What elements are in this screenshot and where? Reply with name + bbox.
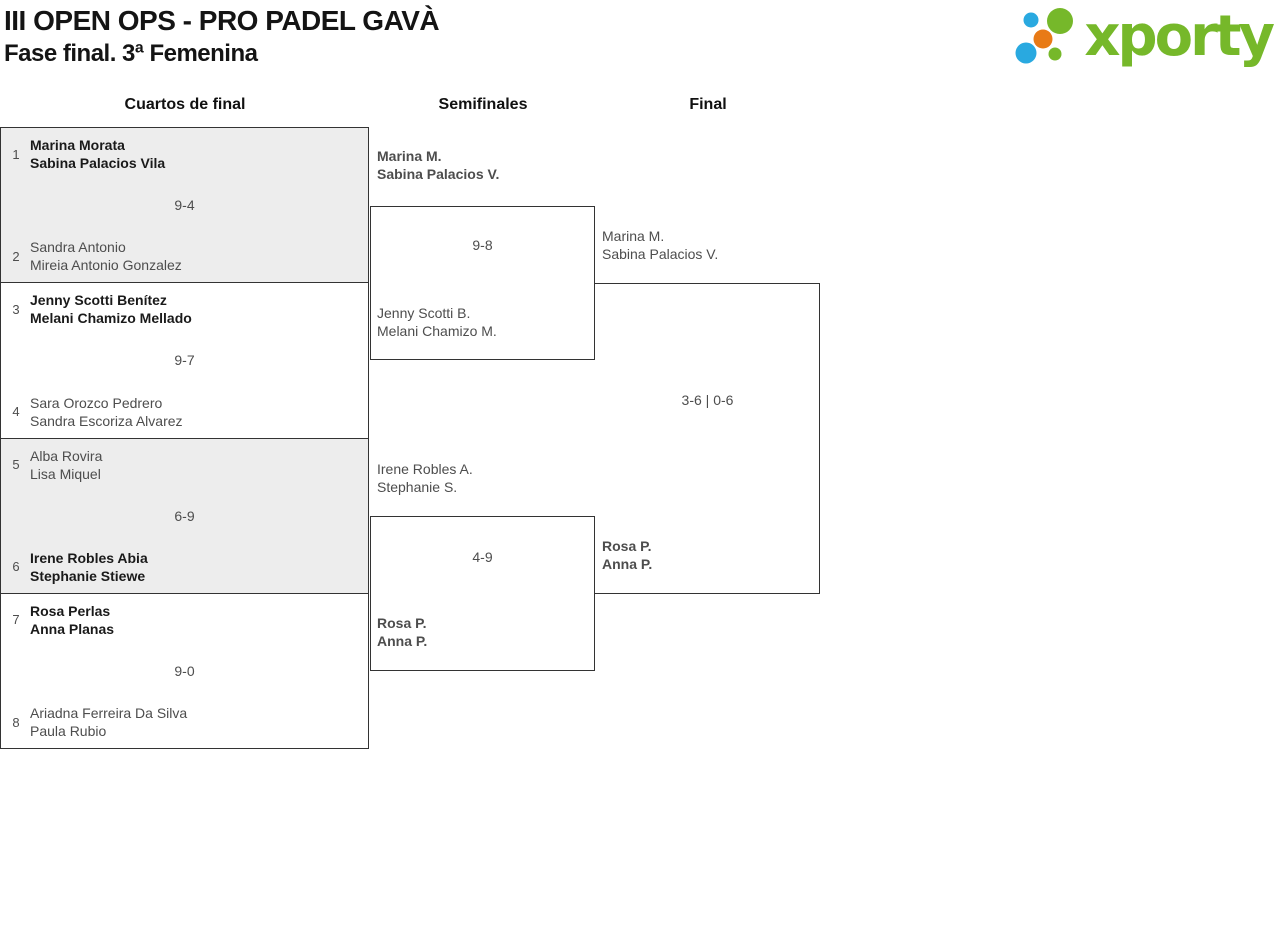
team-seed-3: 3 Jenny Scotti Benítez Melani Chamizo Me… [1,291,192,327]
team-names: Irene Robles Abia Stephanie Stiewe [30,549,148,584]
xporty-logo: xporty [1012,4,1275,70]
semifinal-2-team-bottom: Rosa P. Anna P. [377,615,428,649]
category-subtitle: Fase final. 3ª Femenina [4,40,258,67]
team-seed-7: 7 Rosa Perlas Anna Planas [1,602,114,638]
column-header-quarterfinals: Cuartos de final [124,96,246,113]
semifinal-2-box [370,516,595,671]
semifinal-1-score: 9-8 [472,237,493,253]
seed-number: 6 [12,559,20,575]
xporty-logo-text: xporty [1084,4,1275,69]
final-team-top: Marina M. Sabina Palacios V. [602,228,719,262]
header-titles: III OPEN OPS - PRO PADEL GAVÀ Fase final… [4,4,440,69]
semifinal-1-team-bottom: Jenny Scotti B. Melani Chamizo M. [377,305,497,339]
team-names: Sandra Antonio Mireia Antonio Gonzalez [30,239,182,274]
quarterfinal-match-1: 1 Marina Morata Sabina Palacios Vila 9-4… [1,128,368,284]
seed-number: 5 [12,457,20,472]
team-seed-4: 4 Sara Orozco Pedrero Sandra Escoriza Al… [1,394,183,430]
team-seed-2: 2 Sandra Antonio Mireia Antonio Gonzalez [1,238,182,274]
team-seed-5: 5 Alba Rovira Lisa Miquel [1,447,102,483]
team-names: Ariadna Ferreira Da Silva Paula Rubio [30,705,188,739]
quarterfinals-column: 1 Marina Morata Sabina Palacios Vila 9-4… [0,127,369,749]
team-seed-8: 8 Ariadna Ferreira Da Silva Paula Rubio [1,704,187,740]
quarterfinal-match-4: 7 Rosa Perlas Anna Planas 9-0 8 Ariadna … [1,594,368,748]
seed-number: 1 [12,146,20,162]
semifinal-1-team-top: Marina M. Sabina Palacios V. [377,148,500,182]
seed-number: 8 [12,714,20,730]
quarterfinal-match-2: 3 Jenny Scotti Benítez Melani Chamizo Me… [1,283,368,439]
tournament-title: III OPEN OPS - PRO PADEL GAVÀ [4,5,440,36]
team-names: Alba Rovira Lisa Miquel [30,447,103,482]
column-header-semifinals: Semifinales [438,96,528,113]
team-names: Jenny Scotti Benítez Melani Chamizo Mell… [30,292,192,327]
seed-number: 2 [12,248,20,264]
quarterfinal-match-3: 5 Alba Rovira Lisa Miquel 6-9 6 Irene Ro… [1,438,368,594]
semifinal-1-box [370,206,595,360]
seed-number: 7 [12,612,20,628]
team-names: Rosa Perlas Anna Planas [30,602,115,637]
team-names: Sara Orozco Pedrero Sandra Escoriza Alva… [30,394,183,429]
semifinal-2-team-top: Irene Robles A. Stephanie S. [377,461,473,495]
xporty-logo-dots-icon [1015,8,1074,64]
team-seed-1: 1 Marina Morata Sabina Palacios Vila [1,136,165,172]
seed-number: 4 [12,404,20,419]
seed-number: 3 [12,301,20,317]
final-box [595,283,820,594]
team-names: Marina Morata Sabina Palacios Vila [30,137,166,171]
final-team-bottom: Rosa P. Anna P. [602,538,653,572]
team-seed-6: 6 Irene Robles Abia Stephanie Stiewe [1,549,148,585]
final-score: 3-6 | 0-6 [681,392,734,408]
semifinal-2-score: 4-9 [472,549,493,565]
column-header-final: Final [689,96,727,113]
